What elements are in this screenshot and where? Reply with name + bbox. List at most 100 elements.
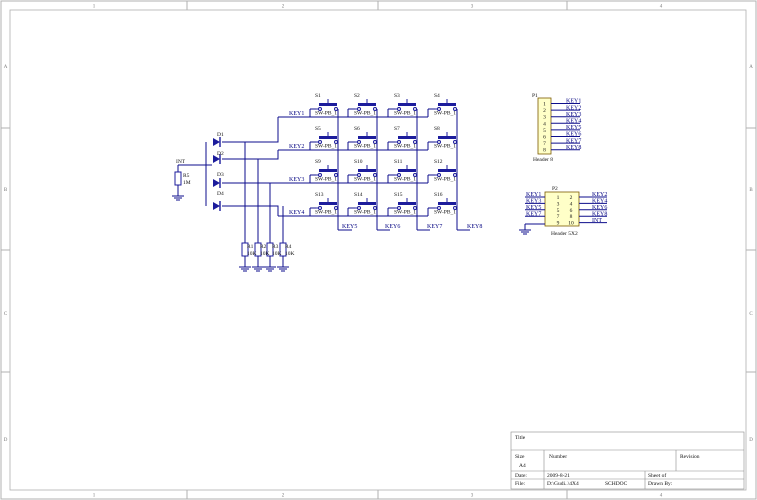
p2-right-pin-number: 6 [570, 208, 573, 214]
ground-icon [239, 266, 289, 272]
net-label-key1: KEY1 [289, 111, 304, 117]
net-label-key6: KEY6 [385, 224, 400, 230]
r4-ref: R4 [285, 244, 292, 250]
r3-ref: R3 [272, 244, 279, 250]
switch-type-s15: SW-PB_1 [394, 210, 416, 216]
p2-right-pin-number: 2 [570, 195, 573, 201]
p2-left-net-label: KEY3 [526, 199, 541, 205]
net-label-key5: KEY5 [342, 224, 357, 230]
switch-ref-s1: S1 [315, 93, 321, 99]
p2-left-pin-number: 3 [557, 201, 560, 207]
diode-d2: D2 [213, 151, 224, 164]
p2-right-net-label: KEY6 [592, 205, 607, 211]
p1-net-label: KEY8 [566, 145, 581, 151]
frame-row-a-left: A [4, 65, 8, 70]
p2-left-pin-number: 1 [557, 195, 560, 201]
r5-ref: R5 [183, 173, 190, 179]
switch-type-s13: SW-PB_1 [315, 210, 337, 216]
p1-body [537, 97, 552, 155]
file-name: SCHDOC [605, 481, 628, 487]
p1-pin-number: 8 [543, 148, 546, 154]
p2-left-net-label: KEY7 [526, 211, 541, 217]
switch-ref-s7: S7 [394, 126, 400, 132]
p2-left-pin-number: 9 [557, 221, 560, 227]
switch-type-s11: SW-PB_1 [394, 177, 416, 183]
frame-col-3-bottom: 3 [471, 494, 474, 499]
diode-label-d1: D1 [217, 132, 224, 138]
p1-ref: P1 [532, 93, 538, 99]
switch-ref-s12: S12 [434, 159, 443, 165]
frame-col-1-top: 1 [93, 5, 96, 10]
frame-col-4-top: 4 [660, 5, 663, 10]
ground-icon [519, 229, 531, 235]
p2-ref: P2 [552, 186, 558, 192]
frame-col-1-bottom: 1 [93, 494, 96, 499]
date-value: 2009-8-21 [547, 473, 570, 479]
diode-label-d2: D2 [217, 151, 224, 157]
p1-pin-number: 4 [543, 121, 546, 127]
resistor-r5 [174, 171, 182, 186]
p1-net-label: KEY4 [566, 119, 581, 125]
p2-right-net-label: KEY2 [592, 192, 607, 198]
p2-left-pin-number: 5 [557, 208, 560, 214]
file-label: File: [515, 481, 526, 487]
p2-left-pin-number: 7 [557, 214, 560, 220]
switch-ref-s16: S16 [434, 192, 443, 198]
pulldown-resistors: R1 10K R2 10K R3 10K R4 10K [239, 242, 295, 272]
revision-label: Revision [680, 454, 700, 460]
diode-label-d4: D4 [217, 191, 224, 197]
p1-pin-number: 1 [543, 102, 546, 108]
int-net-label: INT [176, 159, 186, 165]
matrix-net-labels: KEY1 KEY2 KEY3 KEY4 KEY5 KEY6 KEY7 KEY8 [289, 111, 482, 230]
p2-name: Header 5X2 [551, 231, 578, 237]
p2-body [544, 191, 580, 227]
net-label-key8: KEY8 [467, 224, 482, 230]
title-block-text: Title Size A4 Number Revision Date: 2009… [515, 435, 700, 487]
p2-right-pin-number: 8 [570, 214, 573, 220]
p1-pin-number: 3 [543, 115, 546, 121]
p2-right-pin-number: 4 [570, 201, 573, 207]
switch-type-s7: SW-PB_1 [394, 144, 416, 150]
r5-value: 1M [183, 180, 191, 186]
p1-name: Header 8 [533, 157, 553, 163]
ground-icon [172, 195, 184, 201]
frame-row-c-right: C [749, 312, 753, 317]
switch-ref-s9: S9 [315, 159, 321, 165]
number-label: Number [549, 454, 567, 460]
net-label-key2: KEY2 [289, 144, 304, 150]
switch-type-s16: SW-PB_1 [434, 210, 456, 216]
switch-ref-s4: S4 [434, 93, 440, 99]
switch-type-s12: SW-PB_1 [434, 177, 456, 183]
switch-ref-s2: S2 [354, 93, 360, 99]
switch-type-s10: SW-PB_1 [354, 177, 376, 183]
r1-ref: R1 [247, 244, 254, 250]
switch-type-s3: SW-PB_1 [394, 111, 416, 117]
frame-col-2-bottom: 2 [282, 494, 285, 499]
net-label-key4: KEY4 [289, 210, 304, 216]
diode-d1: D1 [213, 132, 224, 147]
frame-row-d-right: D [749, 438, 753, 443]
r4-value: 10K [285, 251, 295, 257]
switch-ref-s5: S5 [315, 126, 321, 132]
file-value: D:\Gudi..\4X4 [547, 481, 579, 487]
switch-type-s9: SW-PB_1 [315, 177, 337, 183]
sheet-label: Sheet of [648, 472, 666, 479]
switch-ref-s11: S11 [394, 159, 403, 165]
p1-pin-number: 2 [543, 108, 546, 114]
